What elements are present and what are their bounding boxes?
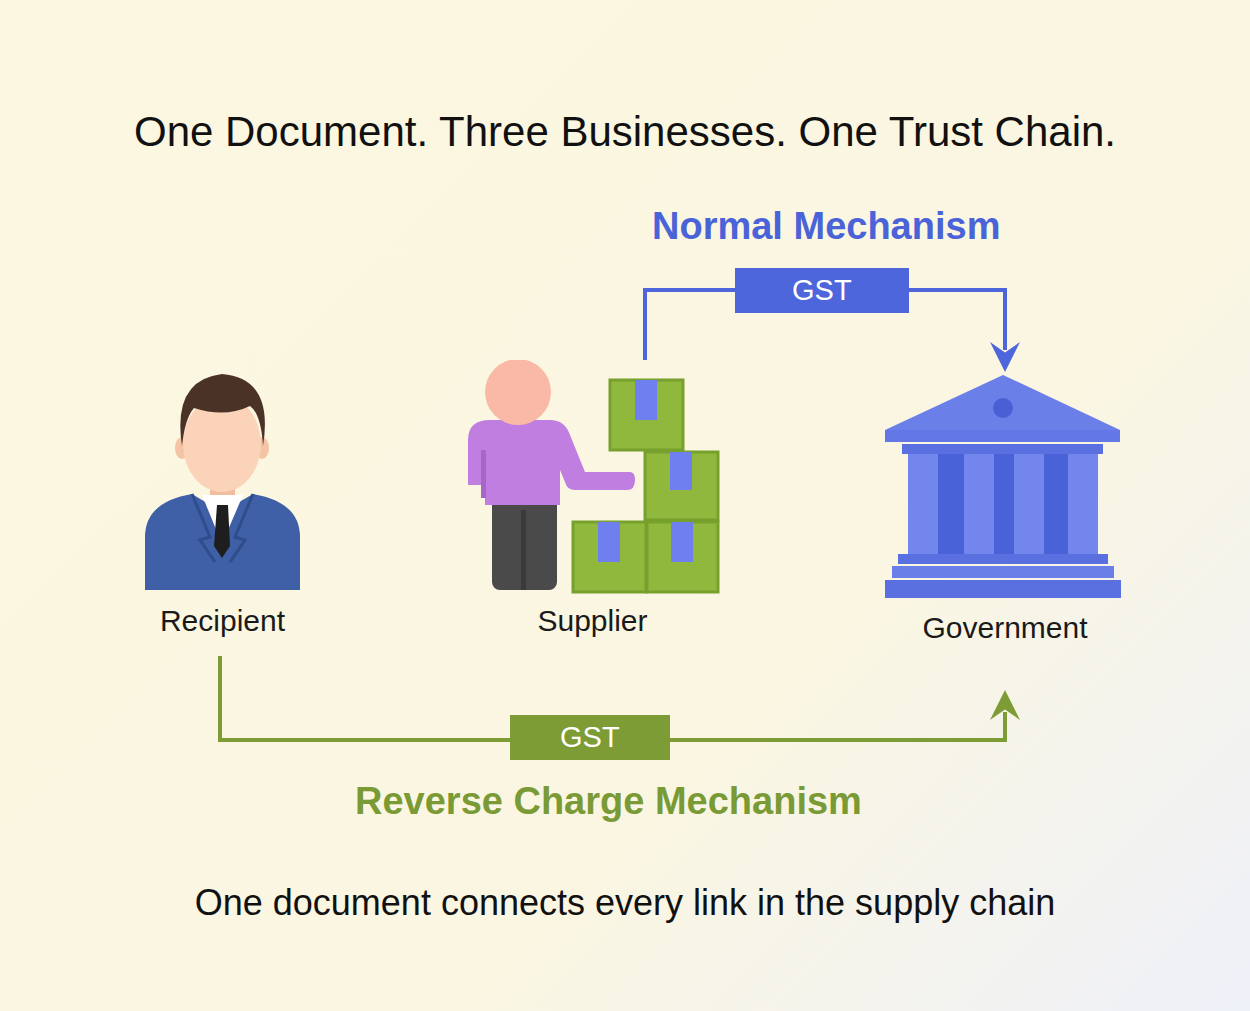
diagram-title: One Document. Three Businesses. One Trus… bbox=[0, 108, 1250, 156]
recipient-node: Recipient bbox=[130, 362, 315, 652]
edge-label: GST bbox=[735, 268, 909, 313]
mechanism-title: Normal Mechanism bbox=[652, 205, 1000, 248]
node-illustration bbox=[455, 360, 730, 642]
diagram-caption: One document connects every link in the … bbox=[0, 882, 1250, 924]
node-label: Recipient bbox=[130, 603, 315, 639]
government-node: Government bbox=[880, 372, 1130, 690]
mechanism-title: Reverse Charge Mechanism bbox=[355, 780, 862, 823]
arrow-head bbox=[990, 342, 1020, 372]
arrow-head bbox=[990, 690, 1020, 720]
supplier-node: Supplier bbox=[455, 360, 730, 642]
node-label: Government bbox=[880, 610, 1130, 646]
node-label: Supplier bbox=[455, 603, 730, 639]
edge-label: GST bbox=[510, 715, 670, 760]
